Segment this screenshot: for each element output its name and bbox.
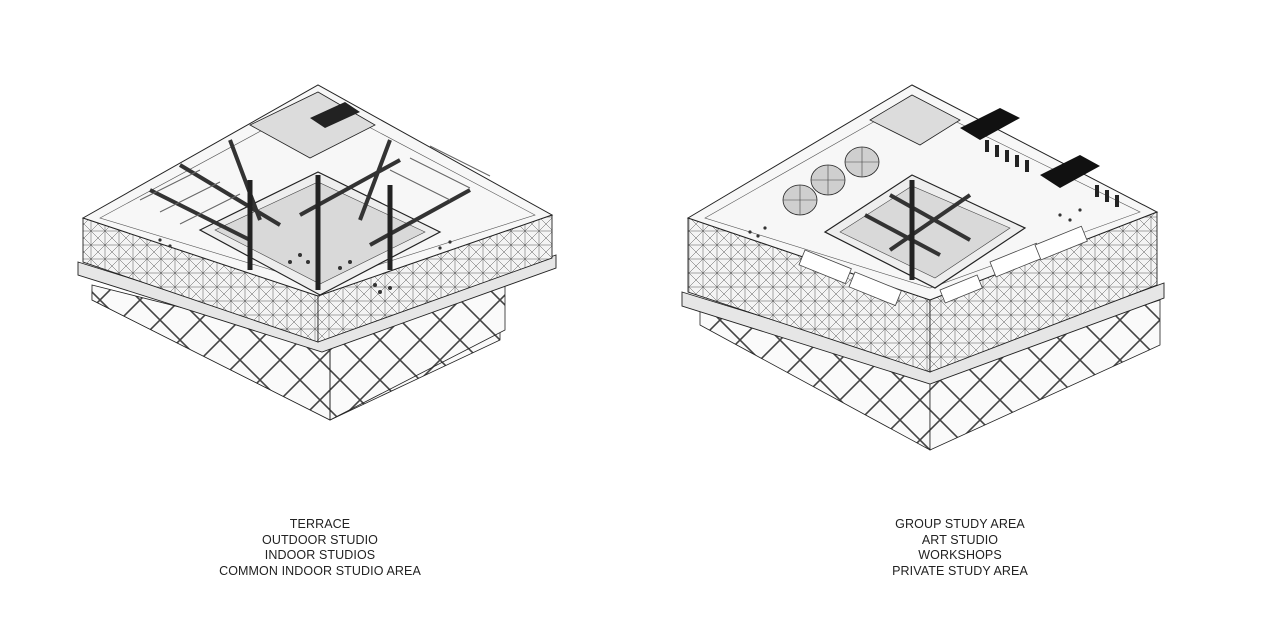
label-art-studio: ART STUDIO <box>921 532 999 547</box>
left-diagram-panel: TERRACE OUTDOOR STUDIO INDOOR STUDIOS CO… <box>0 84 640 579</box>
left-diagram-labels: TERRACE OUTDOOR STUDIO INDOOR STUDIOS CO… <box>0 517 640 579</box>
right-roof-plan <box>686 84 1159 307</box>
label-indoor-studios: INDOOR STUDIOS <box>264 548 376 562</box>
label-workshops: WORKSHOPS <box>918 548 1002 562</box>
right-diagram-labels: GROUP STUDY AREA ART STUDIO WORKSHOPS PR… <box>640 517 1280 579</box>
dome-structures <box>782 146 880 216</box>
right-axonometric-drawing <box>681 84 1165 451</box>
label-outdoor-studio: OUTDOOR STUDIO <box>262 532 378 547</box>
left-roof-plan <box>81 84 554 297</box>
label-common-indoor-studio-area: COMMON INDOOR STUDIO AREA <box>219 563 421 578</box>
left-axonometric-drawing <box>77 84 557 421</box>
label-private-study-area: PRIVATE STUDY AREA <box>892 563 1028 578</box>
right-diagram-panel: GROUP STUDY AREA ART STUDIO WORKSHOPS PR… <box>640 0 1280 639</box>
label-terrace: TERRACE <box>289 517 351 531</box>
label-group-study-area: GROUP STUDY AREA <box>895 517 1025 531</box>
